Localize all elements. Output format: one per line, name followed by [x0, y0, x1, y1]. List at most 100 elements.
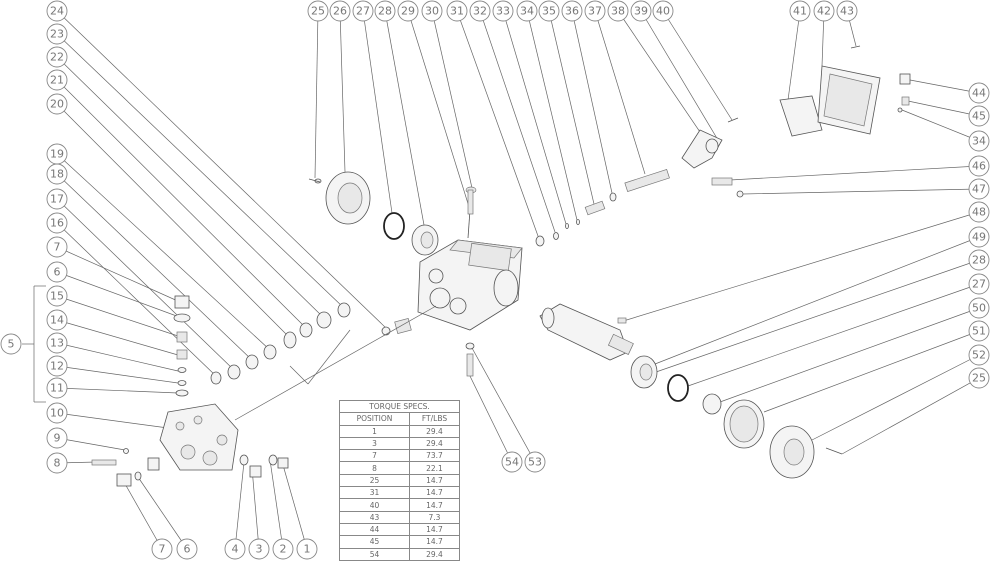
callout-circle — [352, 0, 374, 22]
leader-line-25 — [314, 10, 319, 179]
bearing-cover — [308, 171, 371, 225]
leader-line-31 — [456, 10, 539, 237]
callout-16: 16 — [46, 212, 68, 234]
cell-ft-lbs: 29.4 — [408, 436, 461, 451]
leader-line-34b — [901, 109, 980, 142]
bearing-28-lower — [630, 355, 658, 389]
callout-28: 28 — [374, 0, 396, 22]
cell-position: 3 — [339, 436, 410, 451]
callout-number: 21 — [50, 74, 64, 87]
manifold-head — [159, 403, 239, 471]
callout-number: 6 — [54, 266, 61, 279]
cell-position: 43 — [339, 510, 410, 524]
callout-number: 45 — [972, 110, 986, 123]
callout-30: 30 — [421, 0, 443, 22]
leader-line-30 — [431, 10, 473, 189]
callout-circle — [813, 0, 835, 22]
cell-ft-lbs: 29.4 — [408, 424, 461, 438]
callout-24: 24 — [46, 0, 68, 22]
callout-circle — [0, 333, 22, 355]
callout-27: 27 — [352, 0, 374, 22]
crankcase-cover — [779, 45, 881, 137]
callout-34: 34 — [516, 0, 538, 22]
leader-line-48 — [619, 211, 980, 323]
leader-line-29 — [407, 10, 471, 211]
connecting-rod — [624, 117, 739, 192]
callout-number: 18 — [50, 168, 64, 181]
pump-housing — [417, 186, 523, 331]
callout-7b: 7 — [46, 236, 68, 258]
callout-29: 29 — [397, 0, 419, 22]
callout-circle — [446, 0, 468, 22]
callout-25b: 25 — [968, 367, 990, 389]
callout-circle — [46, 377, 68, 399]
column-header-position: POSITION — [339, 412, 410, 426]
leader-line-27b — [687, 283, 980, 387]
callout-number: 19 — [50, 148, 64, 161]
leader-line-33 — [502, 10, 567, 225]
callout-circle — [46, 143, 68, 165]
callout-6b: 6 — [46, 261, 68, 283]
callout-12: 12 — [46, 355, 68, 377]
callout-number: 8 — [54, 457, 61, 470]
callout-25: 25 — [307, 0, 329, 22]
callout-36: 36 — [561, 0, 583, 22]
leader-line-21 — [56, 79, 307, 329]
plunger-sleeve — [394, 317, 412, 335]
cell-position: 44 — [339, 522, 410, 537]
callout-18: 18 — [46, 163, 68, 185]
callout-48: 48 — [968, 201, 990, 223]
callout-35: 35 — [538, 0, 560, 22]
callout-number: 11 — [50, 382, 64, 395]
callout-circle — [46, 212, 68, 234]
callout-number: 37 — [588, 5, 602, 18]
callout-number: 38 — [611, 5, 625, 18]
callout-number: 12 — [50, 360, 64, 373]
callout-circle — [968, 201, 990, 223]
callout-27b: 27 — [968, 273, 990, 295]
leader-line-17 — [56, 198, 235, 371]
callout-32: 32 — [469, 0, 491, 22]
callout-number: 46 — [972, 160, 986, 173]
callout-53: 53 — [524, 451, 546, 473]
leader-line-38 — [617, 10, 701, 133]
callout-number: 1 — [304, 543, 311, 556]
leader-line-14 — [56, 319, 179, 356]
callout-number: 25 — [311, 5, 325, 18]
leader-line-10 — [56, 412, 169, 429]
callout-number: 52 — [972, 349, 986, 362]
torque-table-title: TORQUE SPECS. — [339, 399, 460, 414]
callout-number: 44 — [972, 87, 986, 100]
leader-line-15 — [56, 295, 179, 337]
callout-circle — [652, 0, 674, 22]
cell-ft-lbs: 14.7 — [408, 473, 461, 488]
callout-number: 34 — [520, 5, 534, 18]
leader-line-13 — [56, 342, 179, 372]
callout-number: 3 — [256, 543, 263, 556]
callout-50: 50 — [968, 297, 990, 319]
callout-number: 5 — [8, 338, 15, 351]
callout-45: 45 — [968, 105, 990, 127]
leader-line-35 — [548, 10, 595, 205]
small-seals — [535, 192, 617, 247]
bearing-28 — [411, 224, 439, 256]
leader-line-20 — [56, 103, 291, 339]
callout-10: 10 — [46, 402, 68, 424]
callout-circle — [46, 285, 68, 307]
cell-ft-lbs: 22.1 — [408, 461, 461, 475]
callout-circle — [46, 0, 68, 22]
callout-5: 5 — [0, 333, 22, 355]
leader-line-24 — [56, 10, 387, 329]
callout-number: 42 — [817, 5, 831, 18]
callout-number: 14 — [50, 314, 64, 327]
leader-line-49 — [654, 236, 980, 365]
callout-circle — [176, 538, 198, 560]
leader-line-18 — [56, 173, 253, 361]
callout-number: 28 — [378, 5, 392, 18]
callout-42: 42 — [813, 0, 835, 22]
